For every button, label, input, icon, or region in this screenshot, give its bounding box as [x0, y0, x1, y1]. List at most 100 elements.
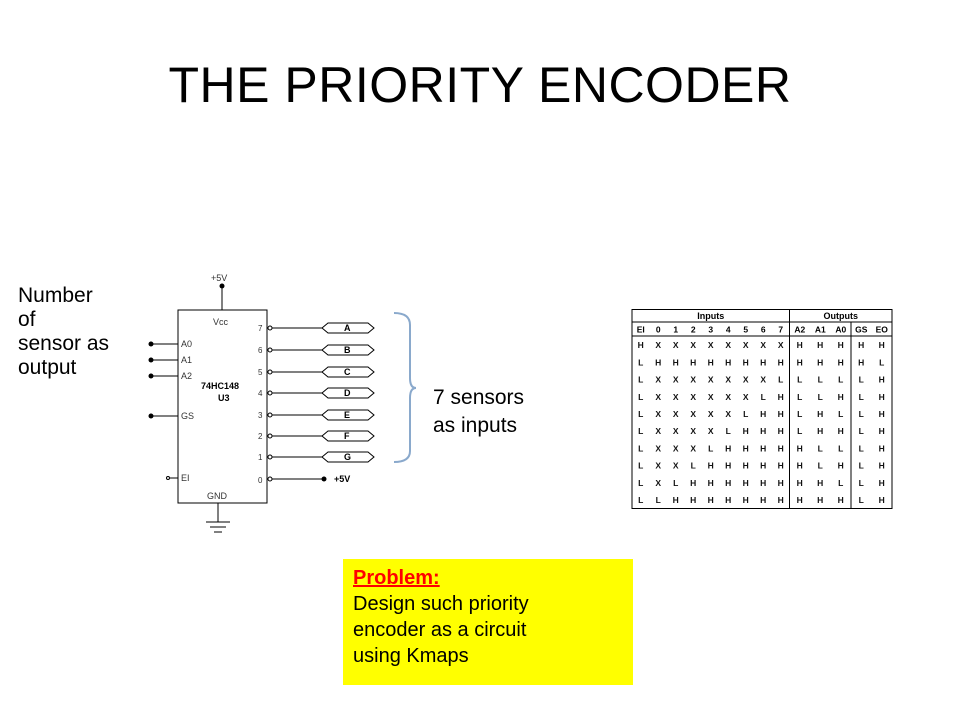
- table-cell: L: [708, 443, 713, 453]
- table-cell: H: [879, 461, 885, 471]
- table-cell: H: [778, 392, 784, 402]
- table-cell: L: [778, 375, 783, 385]
- table-cell: H: [778, 426, 784, 436]
- table-cell: X: [725, 340, 731, 350]
- table-cell: L: [859, 495, 864, 505]
- table-cell: H: [778, 409, 784, 419]
- table-cell: X: [725, 375, 731, 385]
- pin0-dot: [321, 476, 327, 482]
- table-cell: X: [655, 426, 661, 436]
- table-column-header: EO: [876, 325, 889, 335]
- problem-heading: Problem:: [353, 567, 440, 589]
- table-cell: H: [797, 443, 803, 453]
- pin-dot-a0: [148, 341, 154, 347]
- connector-c: [321, 366, 375, 378]
- table-cell: L: [859, 375, 864, 385]
- table-cell: X: [778, 340, 784, 350]
- table-cell: H: [879, 409, 885, 419]
- table-cell: H: [760, 495, 766, 505]
- table-cell: X: [760, 375, 766, 385]
- table-frame: [631, 309, 893, 509]
- table-cell: H: [743, 478, 749, 488]
- pin-number-2: 2: [258, 432, 263, 441]
- pin-dot-a2: [148, 373, 154, 379]
- pin-number-6: 6: [258, 346, 263, 355]
- table-cell: H: [778, 461, 784, 471]
- pin-bubble: [267, 476, 273, 482]
- connector-b: [321, 344, 375, 356]
- connector-d: [321, 387, 375, 399]
- pin-label-a0: A0: [181, 339, 192, 349]
- table-cell: X: [690, 392, 696, 402]
- table-cell: L: [638, 392, 643, 402]
- table-cell: H: [760, 409, 766, 419]
- table-column-header: A2: [794, 325, 805, 335]
- table-cell: X: [655, 375, 661, 385]
- table-cell: H: [817, 478, 823, 488]
- table-cell: H: [778, 357, 784, 367]
- table-cell: L: [743, 409, 748, 419]
- pin-dot-ei: [166, 476, 170, 480]
- pin-bubble: [267, 454, 273, 460]
- table-cell: H: [817, 495, 823, 505]
- table-cell: L: [638, 409, 643, 419]
- table-cell: H: [708, 478, 714, 488]
- table-cell: L: [656, 495, 661, 505]
- connector-label-c: C: [344, 367, 351, 377]
- table-cell: H: [673, 495, 679, 505]
- table-cell: L: [838, 409, 843, 419]
- table-cell: X: [743, 375, 749, 385]
- sensor-brace: [393, 312, 417, 463]
- table-cell: H: [817, 340, 823, 350]
- table-cell: H: [879, 495, 885, 505]
- pin-number-3: 3: [258, 411, 263, 420]
- table-column-header: A1: [815, 325, 826, 335]
- table-cell: X: [690, 375, 696, 385]
- table-cell: H: [655, 357, 661, 367]
- table-cell: X: [673, 375, 679, 385]
- problem-text-line: encoder as a circuit: [353, 619, 527, 641]
- table-cell: L: [638, 357, 643, 367]
- slide-title: THE PRIORITY ENCODER: [168, 57, 792, 113]
- table-cell: H: [725, 461, 731, 471]
- table-cell: L: [691, 461, 696, 471]
- table-cell: L: [818, 443, 823, 453]
- table-cell: X: [743, 340, 749, 350]
- connector-label-g: G: [344, 452, 351, 462]
- connector-label-e: E: [344, 410, 350, 420]
- pin-number-7: 7: [258, 324, 263, 333]
- connector-label-b: B: [344, 345, 351, 355]
- table-cell: X: [743, 392, 749, 402]
- table-cell: H: [797, 461, 803, 471]
- output-label-line: Number: [18, 284, 93, 307]
- table-cell: H: [879, 478, 885, 488]
- output-label-line: output: [18, 356, 77, 379]
- connector-label-f: F: [344, 431, 350, 441]
- table-cell: X: [673, 409, 679, 419]
- table-cell: X: [655, 392, 661, 402]
- chip-ref: U3: [218, 393, 230, 403]
- table-cell: H: [879, 443, 885, 453]
- pin-number-0: 0: [258, 476, 263, 485]
- problem-box: Problem: Design such priority encoder as…: [343, 559, 633, 685]
- table-cell: L: [818, 461, 823, 471]
- table-cell: H: [725, 357, 731, 367]
- table-cell: H: [708, 357, 714, 367]
- chip-body: [177, 309, 268, 504]
- pin0-supply-label: +5V: [334, 474, 350, 484]
- table-cell: H: [760, 478, 766, 488]
- table-cell: H: [797, 478, 803, 488]
- table-cell: L: [638, 461, 643, 471]
- connector-a: [321, 322, 375, 334]
- table-cell: H: [838, 357, 844, 367]
- table-column-header: 5: [743, 325, 748, 335]
- table-cell: H: [838, 392, 844, 402]
- table-column-header: A0: [835, 325, 846, 335]
- output-count-label: Number of sensor as output: [18, 284, 133, 380]
- connector-f: [321, 430, 375, 442]
- connector-e: [321, 409, 375, 421]
- table-cell: H: [690, 495, 696, 505]
- table-cell: H: [778, 443, 784, 453]
- table-cell: H: [838, 340, 844, 350]
- table-cell: L: [818, 392, 823, 402]
